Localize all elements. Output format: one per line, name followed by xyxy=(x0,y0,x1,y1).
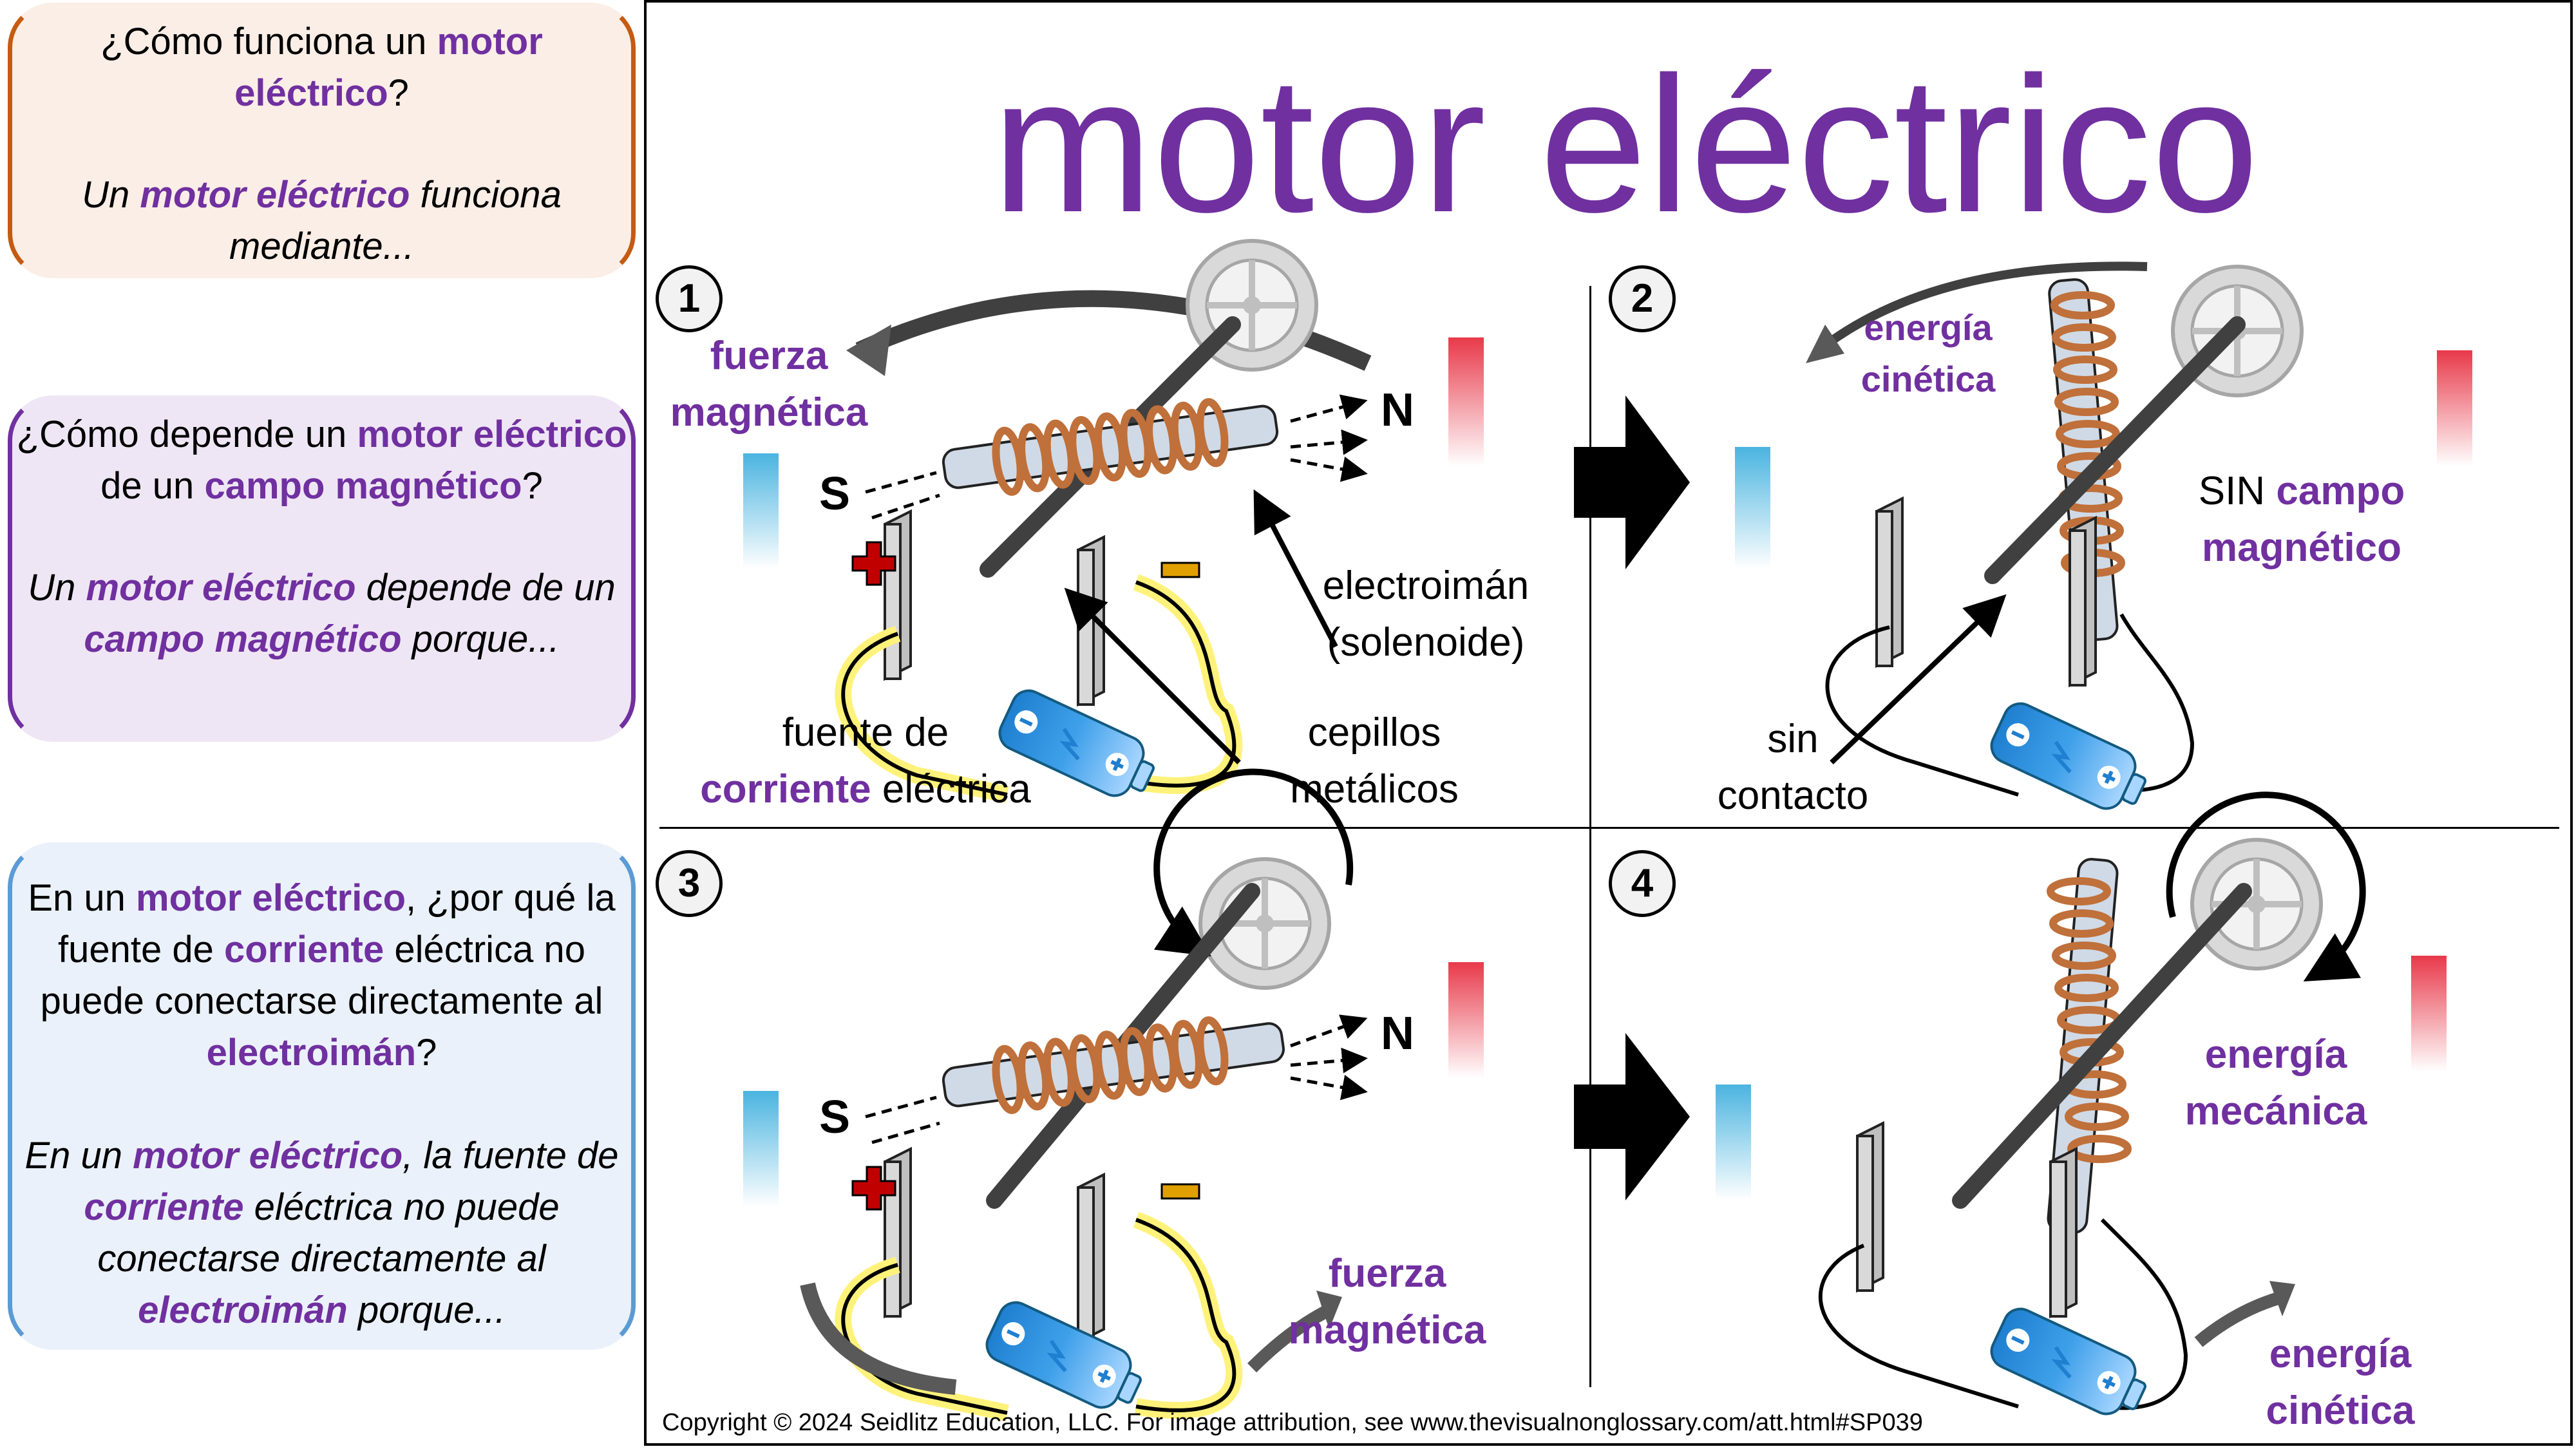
battery-icon xyxy=(1986,1303,2154,1425)
panel-divider-horizontal xyxy=(659,827,2559,829)
text-segment: ¿Cómo funciona un xyxy=(100,21,437,62)
panel-divider-vertical xyxy=(1589,286,1591,1387)
pointer-no-contact xyxy=(1830,594,2007,764)
keyword: motor eléctrico xyxy=(133,1135,403,1177)
text-segment: eléctrica no puede conectarse directamen… xyxy=(40,929,603,1022)
text-segment: En un xyxy=(28,877,137,919)
battery-icon xyxy=(1986,698,2154,820)
text-segment: ¿Cómo depende un xyxy=(16,413,357,455)
keyword: campo magnético xyxy=(204,465,522,507)
panel-3-drawing xyxy=(743,768,1484,1421)
pole-label-north: N xyxy=(1381,384,1414,436)
keyword: motor eléctrico xyxy=(86,567,356,609)
minus-terminal-icon xyxy=(1160,1183,1200,1200)
copyright-notice: Copyright © 2024 Seidlitz Education, LLC… xyxy=(662,1409,1923,1436)
page-title: motor eléctrico xyxy=(992,36,2259,252)
copper-coil xyxy=(992,1016,1229,1114)
answer-stem: En un motor eléctrico, la fuente de corr… xyxy=(12,1130,631,1336)
text-segment: ? xyxy=(522,465,543,507)
text-segment: funciona mediante... xyxy=(229,174,562,267)
answer-stem: Un motor eléctrico depende de un campo m… xyxy=(12,562,631,665)
question-box-how-works: ¿Cómo funciona un motor eléctrico? Un mo… xyxy=(8,3,636,278)
panel-2-drawing xyxy=(1574,261,2472,820)
text-segment: Un xyxy=(28,567,86,609)
brush-plate-left xyxy=(1875,497,1904,667)
keyword: electroimán xyxy=(206,1032,417,1074)
keyword: campo magnético xyxy=(84,618,402,660)
battery-icon xyxy=(981,1297,1149,1419)
text-segment: Un xyxy=(82,174,140,216)
brush-plate-left xyxy=(884,1148,912,1318)
copper-coil xyxy=(992,398,1229,496)
plus-terminal-icon xyxy=(851,1166,896,1211)
text-segment: porque... xyxy=(347,1289,506,1331)
keyword: motor eléctrico xyxy=(136,877,406,919)
brush-plate-left xyxy=(884,510,912,680)
keyword: electroimán xyxy=(138,1289,348,1331)
south-magnet xyxy=(743,453,779,569)
keyword: motor eléctrico xyxy=(140,174,410,216)
north-magnet xyxy=(1448,337,1484,466)
label-electromagnet: electroimán(solenoide) xyxy=(1322,564,1530,665)
question-text: ¿Cómo funciona un motor eléctrico? xyxy=(12,16,631,119)
gear-icon xyxy=(2192,840,2321,969)
panel-1-drawing xyxy=(743,241,1484,807)
next-arrow xyxy=(1574,1033,1690,1200)
question-box-magnetic-field: ¿Cómo depende un motor eléctrico de un c… xyxy=(8,395,636,742)
question-box-current-source: En un motor eléctrico, ¿por qué la fuent… xyxy=(8,842,636,1350)
text-segment: eléctrica no puede conectarse directamen… xyxy=(97,1186,560,1280)
brush-plate-right xyxy=(2049,1148,2078,1318)
keyword: motor eléctrico xyxy=(357,413,627,455)
text-segment: depende de un xyxy=(355,567,616,609)
text-segment: ? xyxy=(416,1032,437,1074)
text-segment: En un xyxy=(24,1135,133,1177)
step-number-1: 1 xyxy=(656,265,723,332)
minus-terminal-icon xyxy=(1160,562,1200,578)
step-number-3: 3 xyxy=(656,850,723,917)
pointer-brushes xyxy=(1064,587,1241,764)
keyword: corriente xyxy=(224,929,384,971)
answer-stem: Un motor eléctrico funciona mediante... xyxy=(12,169,631,272)
label-current-source: fuente de corriente eléctrica xyxy=(700,710,1031,811)
wire xyxy=(841,632,1008,797)
text-segment: porque... xyxy=(401,618,560,660)
plus-terminal-icon xyxy=(851,541,896,586)
text-segment: ? xyxy=(388,72,409,114)
diagram-frame: motor eléctrico xyxy=(644,0,2573,1446)
keyword: corriente xyxy=(84,1186,244,1228)
pole-label-south: S xyxy=(819,1092,851,1143)
pole-label-south: S xyxy=(819,468,851,520)
pole-label-north: N xyxy=(1381,1008,1414,1059)
panel-4-drawing xyxy=(1574,791,2447,1425)
label-no-magnetic-field: SIN campo magnético xyxy=(2198,469,2405,570)
brush-plate-right xyxy=(1077,1173,1105,1343)
question-text: ¿Cómo depende un motor eléctrico de un c… xyxy=(12,409,631,512)
step-number-2: 2 xyxy=(1609,265,1676,332)
brush-plate-right xyxy=(2069,516,2097,687)
text-segment: de un xyxy=(100,465,205,507)
text-segment: , la fuente de xyxy=(402,1135,619,1177)
motor-illustrations xyxy=(743,3,2472,1448)
next-arrow xyxy=(1574,395,1690,569)
question-text: En un motor eléctrico, ¿por qué la fuent… xyxy=(12,873,631,1079)
brush-plate-left xyxy=(1856,1122,1884,1292)
step-number-4: 4 xyxy=(1609,850,1676,917)
text-segment: , ¿por qué la fuente de xyxy=(58,877,616,971)
pointer-electromagnet xyxy=(1253,489,1338,648)
keyword: motor eléctrico xyxy=(234,21,543,114)
